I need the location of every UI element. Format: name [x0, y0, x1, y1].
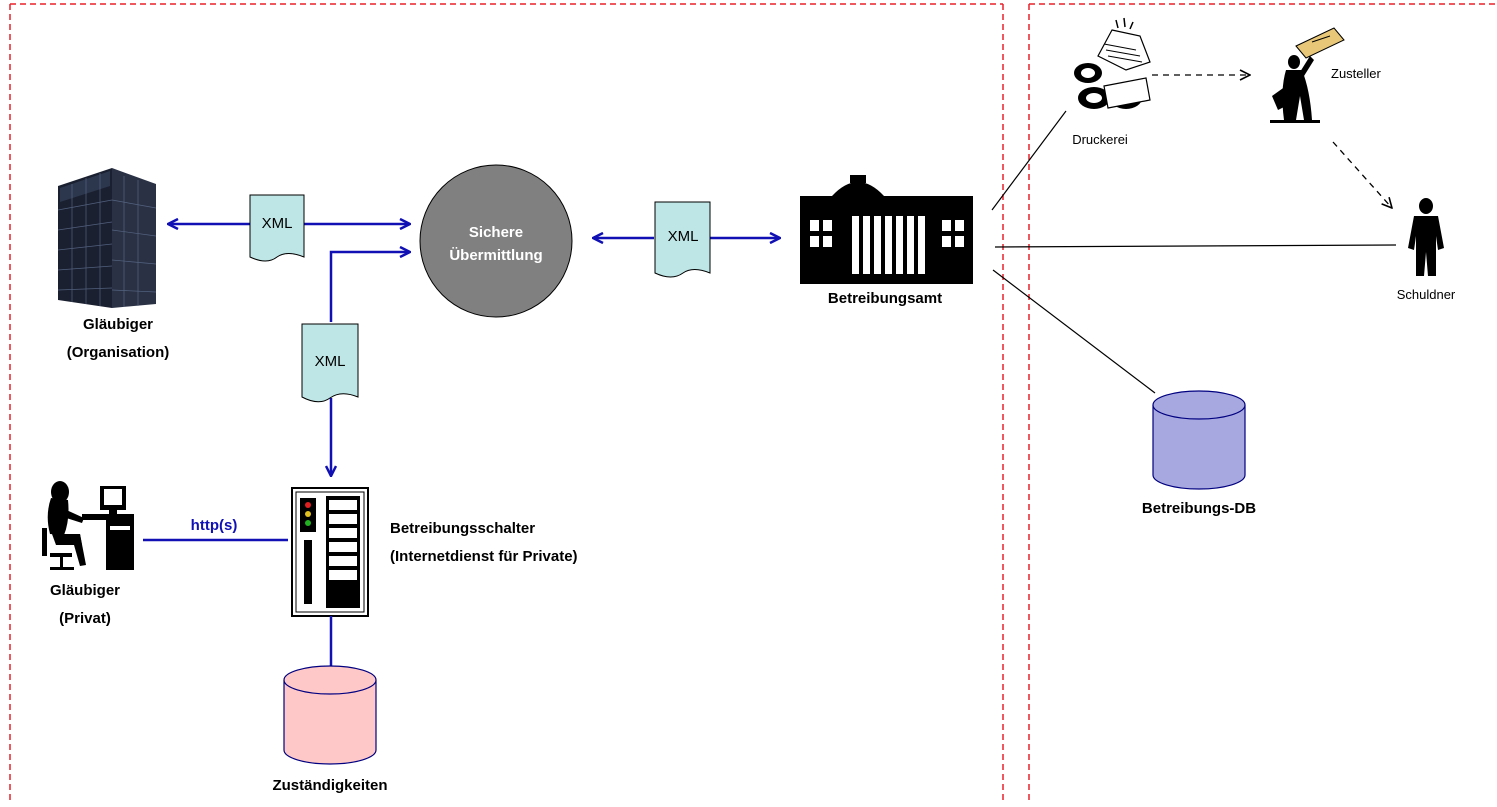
xml-label-left: XML — [262, 215, 293, 232]
mail-carrier-icon — [1270, 27, 1345, 123]
zustaendigkeiten-label: Zuständigkeiten — [272, 777, 387, 794]
database-icon — [283, 665, 377, 765]
xml-label-right: XML — [668, 228, 699, 245]
zone-left-border — [9, 3, 1004, 803]
arrow-schalter-secure — [331, 252, 410, 476]
government-building-icon — [800, 175, 973, 284]
druckerei-label: Druckerei — [1072, 132, 1128, 147]
glaeubiger-privat-label-line2: (Privat) — [59, 610, 111, 627]
database-icon — [1152, 390, 1246, 490]
person-at-computer-icon — [42, 481, 134, 570]
printing-press-icon — [1074, 17, 1151, 109]
xml-document-right: XML — [654, 201, 711, 278]
betreibungsschalter-label-line2: (Internetdienst für Private) — [390, 548, 578, 565]
schuldner-label: Schuldner — [1397, 287, 1456, 302]
glaeubiger-org-label-line2: (Organisation) — [67, 344, 170, 361]
xml-label-down: XML — [315, 353, 346, 370]
betreibungsschalter-label-line1: Betreibungsschalter — [390, 520, 535, 537]
betreibungsamt-label: Betreibungsamt — [828, 290, 942, 307]
zone-right-border — [1028, 3, 1496, 803]
zusteller-label: Zusteller — [1331, 66, 1382, 81]
arrow-zusteller-schuldner — [1332, 141, 1392, 208]
office-building-icon — [57, 168, 157, 308]
server-rack-icon — [291, 487, 369, 617]
standing-person-icon — [1408, 198, 1444, 276]
secure-label-line1: Sichere — [469, 224, 523, 241]
http-label: http(s) — [191, 517, 238, 534]
amt-connectors — [991, 110, 1397, 394]
glaeubiger-org-label-line1: Gläubiger — [83, 316, 153, 333]
xml-document-down: XML — [301, 323, 359, 403]
xml-document-left: XML — [249, 194, 305, 262]
secure-transmission-node: Sichere Übermittlung — [419, 164, 573, 318]
glaeubiger-privat-label-line1: Gläubiger — [50, 582, 120, 599]
betreibungs-db-label: Betreibungs-DB — [1142, 500, 1256, 517]
secure-label-line2: Übermittlung — [449, 247, 542, 264]
